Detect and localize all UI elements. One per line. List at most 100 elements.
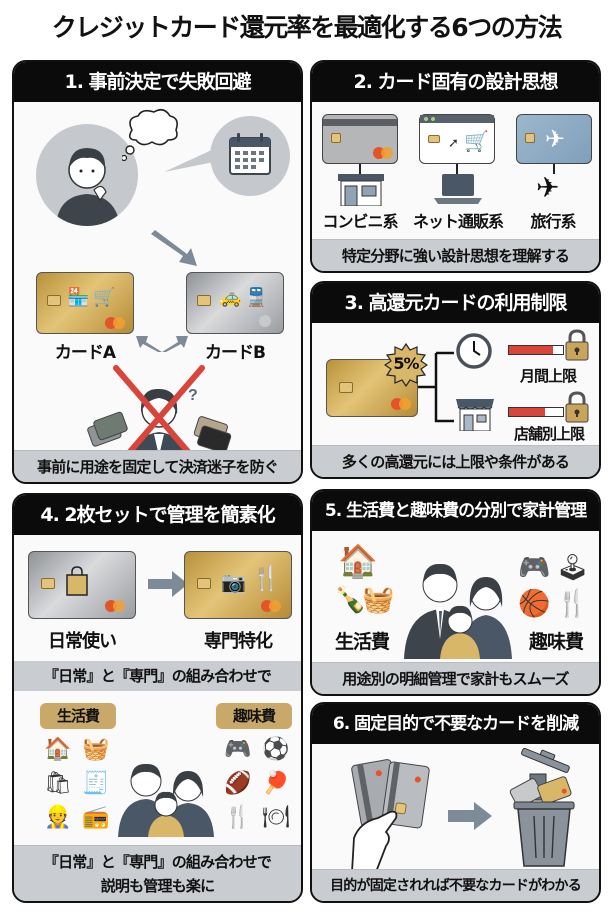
page-title: クレジットカード還元率を最適化する6つの方法 [51, 13, 563, 42]
soccer-ball-icon: ⚽ [262, 737, 290, 762]
card-brand-logo [373, 147, 393, 159]
hand-holding-cards-icon [346, 752, 442, 876]
card-b-label: カードB [205, 343, 266, 363]
reward-badge-text: 5% [393, 354, 419, 373]
panel-2-illustration: ➚ 🛒 ✈ ✈ コンビニ系 ネット通販系 旅行系 [312, 102, 599, 237]
panel-4-heading: 4. 2枚セットで管理を簡素化 [14, 495, 301, 535]
shopping-cart-icon: 🛒 [93, 287, 116, 308]
train-icon: 🚆 [245, 287, 268, 308]
game-controller-icon: 🎮 [518, 553, 551, 583]
store-limit-label: 店舗別上限 [513, 425, 585, 443]
panel-2-card-design: 2. カード固有の設計思想 ➚ 🛒 ✈ ✈ コンビニ系 [310, 60, 601, 273]
shopping-bag-icon [65, 566, 89, 600]
chip-icon [331, 133, 341, 143]
card-brand-logo [105, 317, 125, 329]
cursor-icon: ➚ [448, 136, 459, 151]
arrow-down-right-icon [149, 230, 199, 274]
grocery-bag-icon: 🛍 [44, 771, 72, 796]
panel-6-heading: 6. 固定目的で不要なカードを削減 [312, 704, 599, 744]
panel-1-illustration: 🏪 🛒 🚕 🚆 カードA カードB ? [14, 102, 301, 474]
fork-knife-icon: 🍴 [224, 805, 252, 830]
travel-card: ✈ [516, 114, 592, 164]
calendar-speech-bubble [164, 112, 294, 206]
airplane-icon: ✈ [536, 171, 560, 204]
fork-knife-icon: 🍴 [251, 564, 281, 592]
airplane-icon: ✈ [545, 125, 566, 153]
store-limit-bar [508, 407, 564, 417]
arrow-right-icon [148, 571, 188, 601]
panel-6-reduce-cards: 6. 固定目的で不要なカードを削減 目 [310, 702, 601, 903]
online-shopping-browser: ➚ 🛒 [419, 114, 495, 164]
panel-6-footer: 目的が固定されれば不要なカードがわかる [312, 869, 599, 901]
monthly-limit-label: 月間上限 [519, 367, 577, 385]
chip-icon [525, 133, 535, 143]
panel-3-illustration: 5% 月間上限 店舗別上限 [312, 323, 599, 443]
shopping-cart-icon: 🛒 [464, 129, 489, 153]
thinking-person-icon [36, 124, 138, 226]
hobby-expenses-label: 趣味費 [528, 631, 584, 653]
tag-living-expenses: 生活費 [40, 703, 116, 729]
card-brand-logo [391, 398, 411, 410]
basketball-icon: 🏀 [518, 589, 551, 619]
split-arrow-icon [134, 330, 190, 368]
game-controller-icon: 🎮 [224, 737, 252, 762]
convenience-store-icon [338, 174, 384, 210]
bracket-connector [418, 347, 454, 431]
svg-text:?: ? [188, 387, 198, 404]
panel-4-two-card-set: 4. 2枚セットで管理を簡素化 📷 🍴 日常使い 専門特化 『日常』と『専門』の… [12, 493, 303, 903]
living-expenses-label: 生活費 [334, 631, 390, 653]
camera-icon: 📷 [221, 570, 246, 594]
game-controller-gold-icon: 🕹 [556, 553, 590, 583]
panel-1-pre-decision: 1. 事前決定で失敗回避 [12, 60, 303, 484]
dish-cover-icon: 🍽 [262, 805, 290, 830]
card-brand-logo [259, 315, 271, 327]
panel-4-footer-line-2: 説明も管理も楽に [100, 877, 215, 895]
bill-icon: 🧾 [82, 771, 110, 796]
chip-icon [41, 578, 55, 589]
panel-1-footer: 事前に用途を固定して決済迷子を防ぐ [14, 450, 301, 482]
groceries-icon: 🧺 [362, 585, 395, 615]
football-icon: 🏈 [224, 771, 252, 796]
panel-3-usage-limits: 3. 高還元カードの利用制限 5% 月間上限 [310, 281, 601, 479]
panel-3-footer: 多くの高還元には上限や条件がある [312, 445, 599, 477]
panel-5-illustration: 🏠 🍾 🧺 生活費 🎮 🕹 🏀 🍴 趣味費 [312, 531, 599, 660]
store-icon [456, 395, 494, 435]
panel-4-footer: 『日常』と『専門』の組み合わせで 説明も管理も楽に [14, 845, 301, 901]
card-a-label: カードA [54, 343, 116, 363]
connector-line [456, 164, 458, 174]
chip-icon [428, 135, 440, 143]
panel-5-household-budget: 5. 生活費と趣味費の分別で家計管理 🏠 🍾 🧺 生活費 🎮 🕹 🏀 🍴 趣味費 [310, 489, 601, 696]
arrow-right-icon [448, 802, 492, 834]
reward-badge: 5% [384, 343, 428, 387]
card-a: 🏪 🛒 [36, 272, 134, 334]
worker-icon: 👷 [44, 805, 72, 830]
racket-icon: 🏓 [262, 771, 290, 796]
panel-4-footer-line-1: 『日常』と『専門』の組み合わせで [43, 853, 272, 871]
tag-hobby-expenses: 趣味費 [216, 703, 292, 729]
card-brand-logo [261, 600, 281, 612]
house-icon: 🏠 [338, 542, 378, 580]
browser-bar [420, 115, 494, 123]
padlock-icon [564, 391, 590, 427]
convenience-store-card [322, 114, 398, 164]
category-travel: 旅行系 [530, 212, 576, 231]
groceries-icon: 🧺 [82, 737, 110, 762]
category-online: ネット通販系 [412, 212, 504, 231]
panel-1-heading: 1. 事前決定で失敗回避 [14, 62, 301, 102]
mid-caption: 『日常』と『専門』の組み合わせで [14, 661, 301, 691]
bottle-icon: 🍾 [334, 585, 367, 615]
panel-2-heading: 2. カード固有の設計思想 [312, 62, 599, 102]
panel-2-footer: 特定分野に強い設計思想を理解する [312, 239, 599, 271]
magnetic-stripe [323, 119, 397, 126]
specialized-label: 専門特化 [204, 631, 273, 652]
daily-use-label: 日常使い [48, 631, 117, 652]
padlock-icon [564, 329, 590, 365]
panel-5-footer: 用途別の明細管理で家計もスムーズ [312, 662, 599, 694]
laptop-icon [434, 174, 482, 208]
monthly-limit-bar [508, 345, 564, 355]
category-convenience: コンビニ系 [322, 212, 398, 231]
chip-icon [339, 382, 353, 393]
specialized-card: 📷 🍴 [184, 551, 292, 619]
family-illustration [118, 741, 214, 841]
clock-icon [456, 333, 492, 373]
